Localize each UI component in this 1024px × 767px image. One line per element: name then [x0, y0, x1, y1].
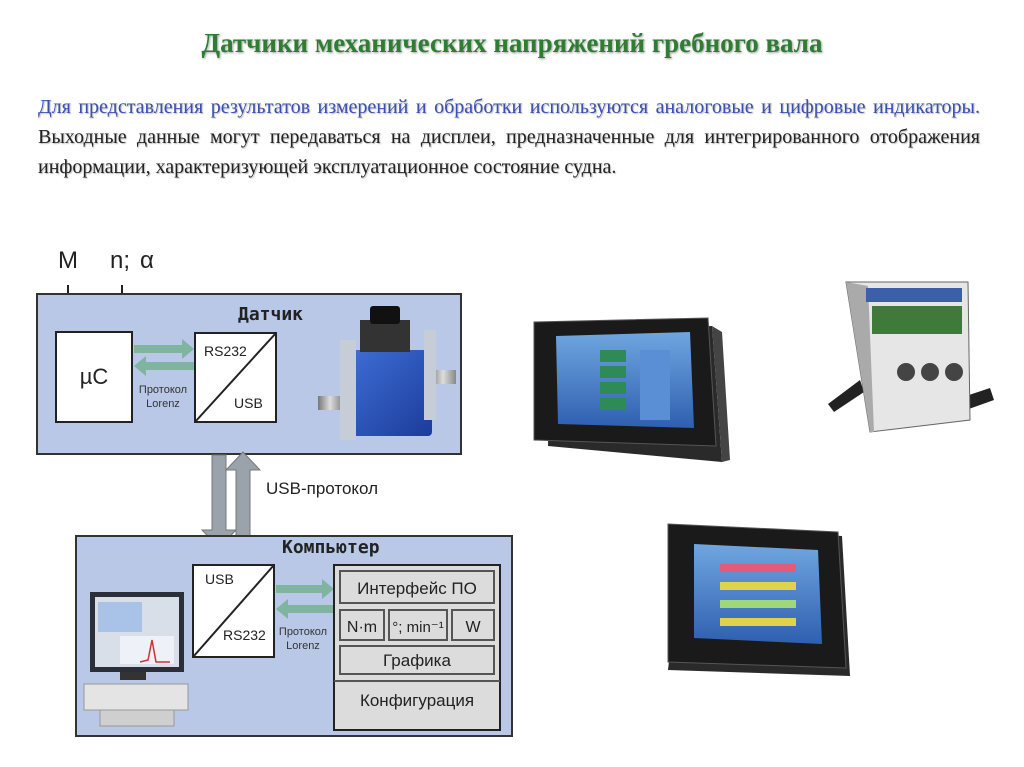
display-device-1-image	[533, 317, 730, 462]
computer-image	[83, 592, 189, 727]
paragraph-rest: Выходные данные могут передаваться на ди…	[38, 126, 980, 178]
interface-label: Интерфейс ПО	[357, 579, 477, 598]
usb-protocol-arrows	[200, 451, 262, 549]
input-n-label: n;	[110, 247, 130, 274]
sensor-label: Датчик	[238, 304, 303, 325]
unit-speed: °; min⁻¹	[392, 619, 443, 636]
input-m-label: M	[58, 247, 78, 274]
paragraph-highlight: Для представления результатов измерений …	[38, 96, 980, 118]
description-paragraph: Для представления результатов измерений …	[38, 92, 980, 182]
sensor-protocol-label: Протокол	[139, 384, 187, 396]
microcontroller-label: µC	[80, 364, 109, 389]
unit-power: W	[465, 619, 481, 636]
input-alpha-label: α	[140, 247, 154, 274]
torque-sensor-image	[318, 306, 456, 440]
unit-torque: N·m	[347, 619, 377, 636]
sensor-usb-label: USB	[234, 395, 263, 411]
graphics-label: Графика	[383, 651, 451, 670]
computer-usb-label: USB	[205, 571, 234, 587]
computer-protocol-label: Протокол	[279, 626, 327, 638]
computer-label: Компьютер	[282, 537, 380, 558]
sensor-lorenz-label: Lorenz	[146, 398, 180, 410]
computer-green-arrows	[276, 579, 334, 619]
usb-protocol-label: USB-протокол	[266, 479, 378, 498]
sensor-green-arrows	[134, 339, 194, 376]
indicator-device-image	[828, 281, 994, 433]
sensor-rs232-label: RS232	[204, 343, 247, 359]
config-label: Конфигурация	[360, 691, 474, 710]
page-title: Датчики механических напряжений гребного…	[201, 28, 823, 58]
display-device-2-image	[667, 523, 850, 676]
microcontroller-box	[55, 331, 133, 423]
computer-lorenz-label: Lorenz	[286, 640, 320, 652]
computer-rs232-label: RS232	[223, 627, 266, 643]
